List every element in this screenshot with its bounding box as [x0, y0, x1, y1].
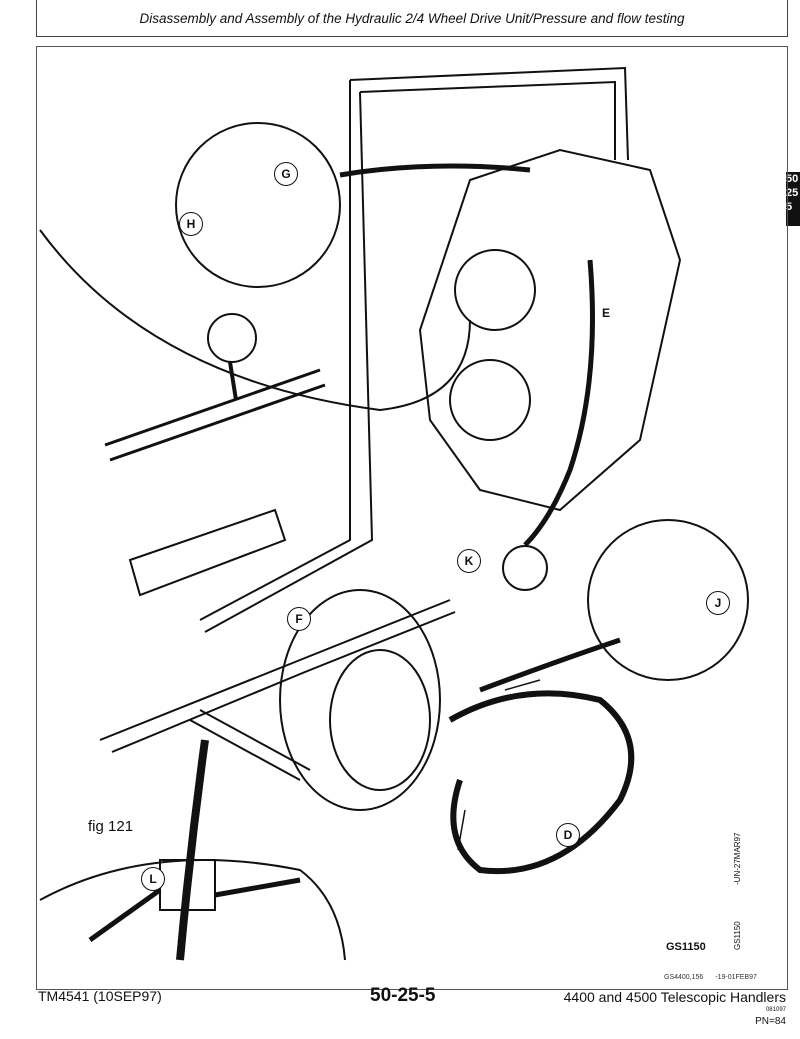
tee-block: [159, 859, 216, 911]
callout-h: H: [179, 212, 203, 236]
vertical-code: -UN-27MAR97: [733, 832, 742, 885]
vertical-code: GS1150: [733, 921, 742, 950]
detail-arc-gauge: [39, 229, 471, 412]
section-tab: 50 25 5: [786, 172, 800, 226]
callout-g: G: [274, 162, 298, 186]
tab-line: 25: [786, 187, 799, 199]
pressure-gauge-icon: [502, 545, 548, 591]
tab-line: 5: [786, 201, 793, 213]
callout-e: E: [602, 306, 611, 320]
detail-arc-l: [39, 859, 346, 961]
return-hose: [448, 690, 635, 875]
page-number: 50-25-5: [370, 985, 436, 1006]
small-code: 081097: [765, 1007, 786, 1013]
detail-circle-j: [587, 519, 749, 681]
drive-unit: [418, 148, 682, 512]
callout-l: L: [141, 867, 165, 891]
manual-number: TM4541 (10SEP97): [38, 988, 162, 1004]
hose-detail: [104, 368, 326, 462]
detail-circle-gh: [175, 122, 341, 288]
figure-frame: [36, 46, 788, 990]
header-title: Disassembly and Assembly of the Hydrauli…: [139, 10, 685, 26]
ref-line: GS4400,156 -19-01FEB97: [664, 974, 757, 981]
tab-line: 50: [786, 173, 799, 185]
callout-d: D: [556, 823, 580, 847]
test-hose: [523, 259, 595, 547]
callout-k: K: [457, 549, 481, 573]
callout-f: F: [287, 607, 311, 631]
product-name: 4400 and 4500 Telescopic Handlers: [563, 989, 786, 1005]
pn-number: PN=84: [755, 1016, 786, 1027]
hydraulic-motor: [279, 589, 441, 811]
image-code: GS1150: [666, 941, 706, 953]
page-header: Disassembly and Assembly of the Hydrauli…: [36, 0, 788, 37]
figure-label: fig 121: [88, 818, 134, 835]
callout-j: J: [706, 591, 730, 615]
gauge-icon: [207, 313, 257, 363]
